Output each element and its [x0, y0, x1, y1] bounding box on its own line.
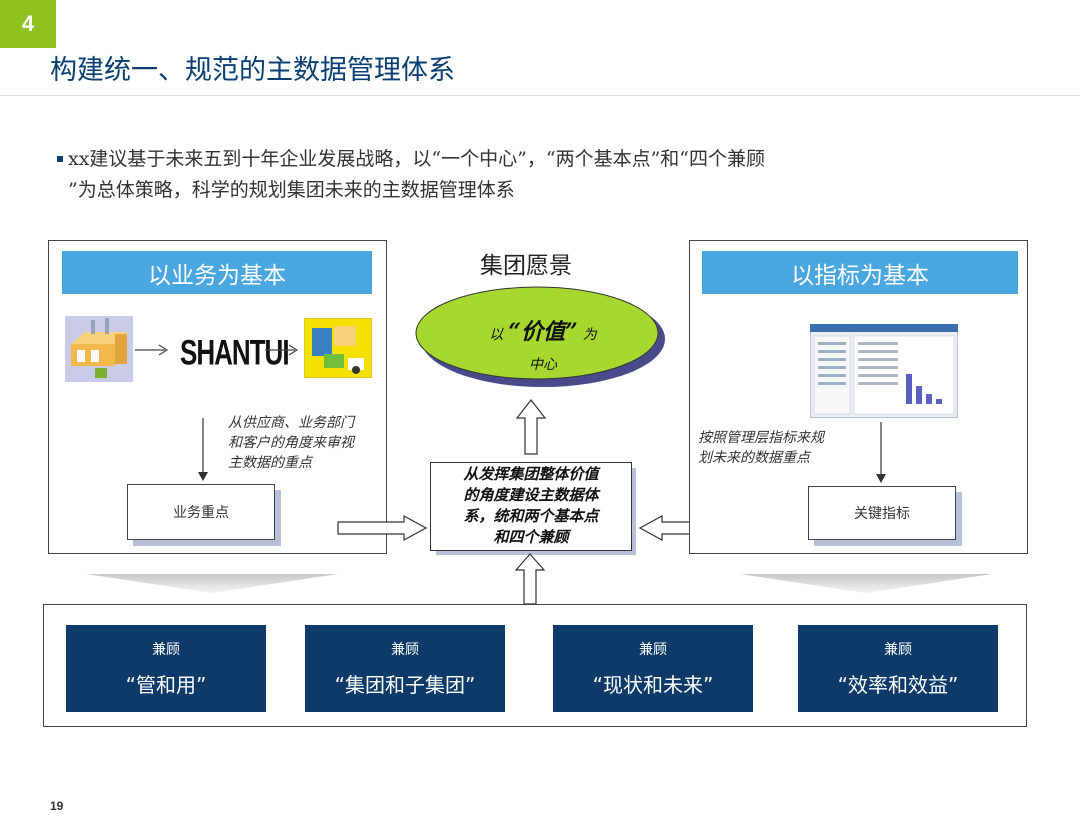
- business-banner: 以业务为基本: [62, 251, 372, 294]
- balance-card-1: 兼顾 “管和用”: [66, 625, 266, 712]
- key-indicator-box: 关键指标: [808, 486, 956, 540]
- business-note: 从供应商、业务部门 和客户的角度来审视 主数据的重点: [228, 415, 354, 471]
- arrow-right-icon: [135, 344, 169, 356]
- supplier-building-icon: [65, 316, 133, 382]
- hollow-right-arrow-icon: [337, 514, 428, 542]
- business-focus-box: 业务重点: [127, 484, 275, 540]
- left-down-chevron: [86, 574, 338, 593]
- shantui-logo: SHANTUI: [180, 332, 290, 373]
- hollow-up-arrow-icon: [514, 553, 546, 605]
- core-strategy-box: 从发挥集团整体价值 的角度建设主数据体 系，统和两个基本点 和四个兼顾: [430, 462, 632, 551]
- arrow-right-icon: [265, 344, 299, 356]
- slide-number-badge: 4: [0, 0, 56, 48]
- balance-card-3: 兼顾 “现状和未来”: [553, 625, 753, 712]
- customer-scene-icon: [304, 318, 372, 378]
- balance-card-2: 兼顾 “集团和子集团”: [305, 625, 505, 712]
- title-divider: [0, 95, 1080, 96]
- balance-card-4: 兼顾 “效率和效益”: [798, 625, 998, 712]
- report-screenshot-icon: [810, 324, 958, 418]
- group-vision-label: 集团愿景: [480, 253, 572, 279]
- bullet-text-line-2: ”为总体策略，科学的规划集团未来的主数据管理体系: [68, 179, 515, 201]
- arrow-down-icon: [876, 422, 886, 483]
- page-title: 构建统一、规范的主数据管理体系: [50, 55, 455, 86]
- kpi-banner: 以指标为基本: [702, 251, 1018, 294]
- arrow-down-icon: [198, 418, 208, 481]
- kpi-note: 按照管理层指标来规 划未来的数据重点: [698, 430, 824, 466]
- bullet-square-icon: [57, 156, 63, 162]
- value-center-ellipse: [415, 286, 665, 387]
- right-down-chevron: [740, 574, 992, 593]
- page-number: 19: [50, 799, 64, 813]
- ellipse-text: 以 “价值” 为 中心: [489, 319, 597, 373]
- bullet-text-line-1: xx建议基于未来五到十年企业发展战略，以“一个中心”，“两个基本点”和“四个兼顾: [68, 148, 765, 170]
- hollow-up-arrow-icon: [515, 399, 547, 455]
